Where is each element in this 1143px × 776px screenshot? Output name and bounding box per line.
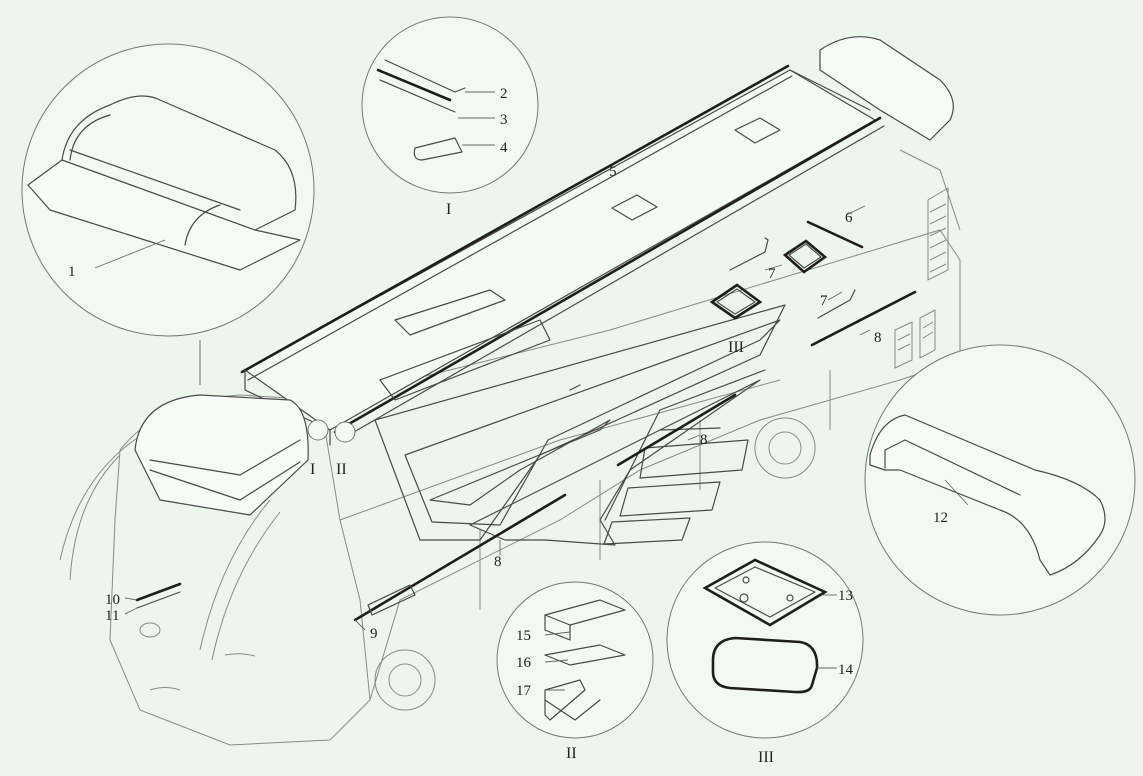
label-part-8a: 8: [874, 330, 882, 346]
label-part-17: 17: [516, 683, 532, 699]
label-part-4: 4: [500, 140, 508, 156]
label-part-1: 1: [68, 264, 76, 280]
roof-assembly: [240, 64, 885, 446]
label-detail-i-circle: I: [446, 201, 451, 218]
label-part-9: 9: [370, 626, 378, 642]
label-part-7a: 7: [768, 266, 776, 282]
label-part-14: 14: [838, 662, 854, 678]
detail-roof-cap: [21, 43, 315, 337]
trim-strips: [353, 290, 917, 622]
label-detail-i-marker: I: [310, 461, 315, 478]
stripe-decor: [374, 289, 786, 546]
rear-cowl: [819, 36, 954, 141]
roof-hatches: [709, 237, 856, 320]
label-part-7b: 7: [820, 293, 828, 309]
detail-i: [361, 16, 539, 194]
front-cap-on-bus: [134, 394, 309, 516]
label-part-6: 6: [845, 210, 853, 226]
detail-iii: [666, 541, 864, 739]
side-panels: [603, 427, 749, 545]
label-part-2: 2: [500, 86, 508, 102]
label-part-5: 5: [609, 164, 617, 180]
label-part-8c: 8: [494, 554, 502, 570]
label-part-8b: 8: [700, 432, 708, 448]
label-part-15: 15: [516, 628, 531, 644]
leader-lines: [94, 91, 969, 691]
label-part-13: 13: [838, 588, 853, 604]
detail-ii: [496, 581, 654, 739]
front-emblem: [135, 582, 182, 609]
side-vents: [894, 187, 949, 369]
part-6-bar: [806, 220, 864, 249]
label-detail-iii-circle: III: [758, 749, 774, 766]
label-part-11: 11: [105, 608, 119, 624]
part-labels: 1 2 3 4 5 6 7 7 8 8 8 9 10 11 12 13 14 1…: [68, 86, 948, 699]
label-part-12: 12: [933, 510, 948, 526]
label-part-10: 10: [105, 592, 120, 608]
label-part-16: 16: [516, 655, 532, 671]
label-part-3: 3: [500, 112, 508, 128]
detail-labels: I I II II III III: [310, 201, 774, 766]
label-detail-ii-marker: II: [336, 461, 347, 478]
label-detail-ii-circle: II: [566, 745, 577, 762]
marker-ii: [334, 421, 356, 443]
detail-rear-cowl: [864, 344, 1136, 616]
marker-i: [307, 419, 329, 441]
label-detail-iii-marker: III: [728, 339, 744, 356]
